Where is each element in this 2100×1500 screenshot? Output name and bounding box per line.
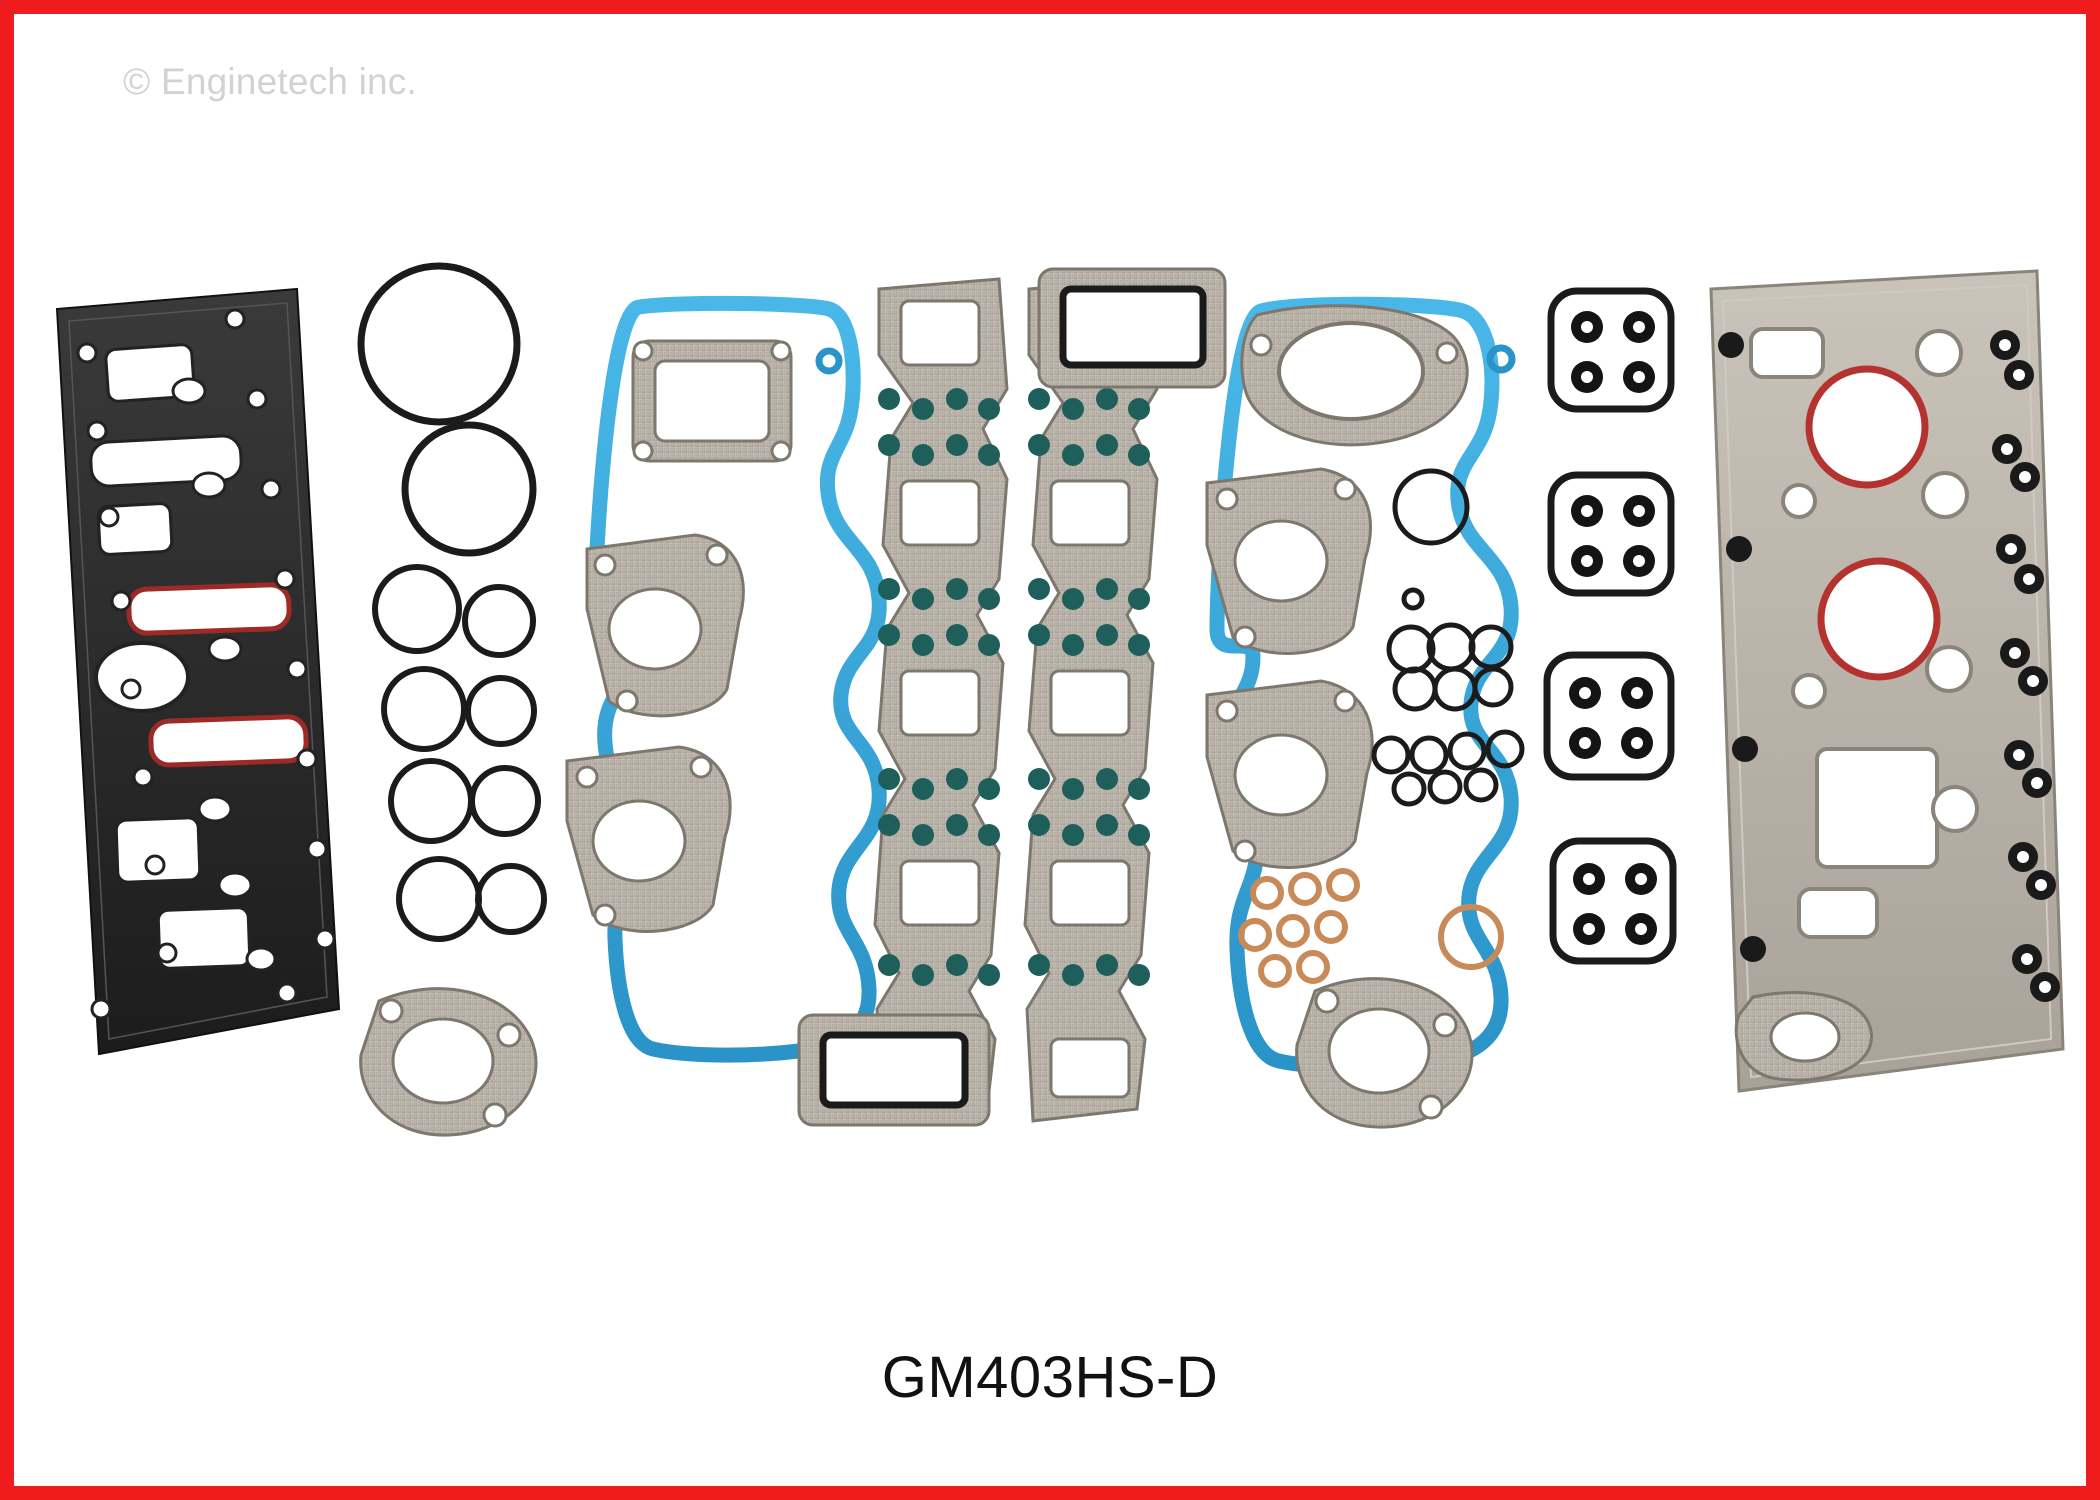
- valve-stem-seal-plates: [1543, 287, 1677, 965]
- exhaust-manifold-gasket-right: [1023, 267, 1227, 1123]
- valve-cover-gasket-left: [55, 287, 341, 1056]
- water-outlet-gasket: [1734, 991, 1873, 1082]
- exhaust-flange-gasket-left: [359, 987, 538, 1137]
- intake-port-plate-a: [631, 339, 793, 463]
- copper-washer-set: [1238, 868, 1504, 988]
- exhaust-manifold-gasket-left: [797, 277, 1009, 1127]
- o-ring-set: [357, 262, 547, 1137]
- image-inner-frame: © Enginetech inc.: [14, 14, 2086, 1486]
- throttle-body-gasket: [1240, 304, 1469, 447]
- intake-port-plate-c: [565, 745, 732, 933]
- intake-port-plate-d: [1205, 467, 1372, 655]
- exhaust-plate-upper-right: [1037, 267, 1227, 389]
- small-o-ring-cluster: [1371, 468, 1525, 807]
- gasket-set-photo: [39, 249, 2079, 1329]
- seal-plate-1: [1547, 287, 1675, 413]
- part-number-label: GM403HS-D: [881, 1345, 1219, 1410]
- exhaust-flange-gasket-right: [1295, 977, 1474, 1129]
- seal-plate-2: [1547, 471, 1675, 597]
- intake-port-plate-e: [1205, 679, 1374, 869]
- intake-manifold-gasket-blue-left: [565, 295, 887, 1063]
- head-gasket-right: [1709, 269, 2065, 1093]
- exhaust-plate-lower-left: [797, 1013, 991, 1127]
- intake-manifold-gasket-blue-right: [1205, 296, 1525, 1129]
- intake-port-plate-b: [585, 533, 745, 718]
- seal-plate-3: [1543, 651, 1675, 781]
- seal-plate-4: [1549, 837, 1677, 965]
- copyright-watermark: © Enginetech inc.: [123, 61, 417, 102]
